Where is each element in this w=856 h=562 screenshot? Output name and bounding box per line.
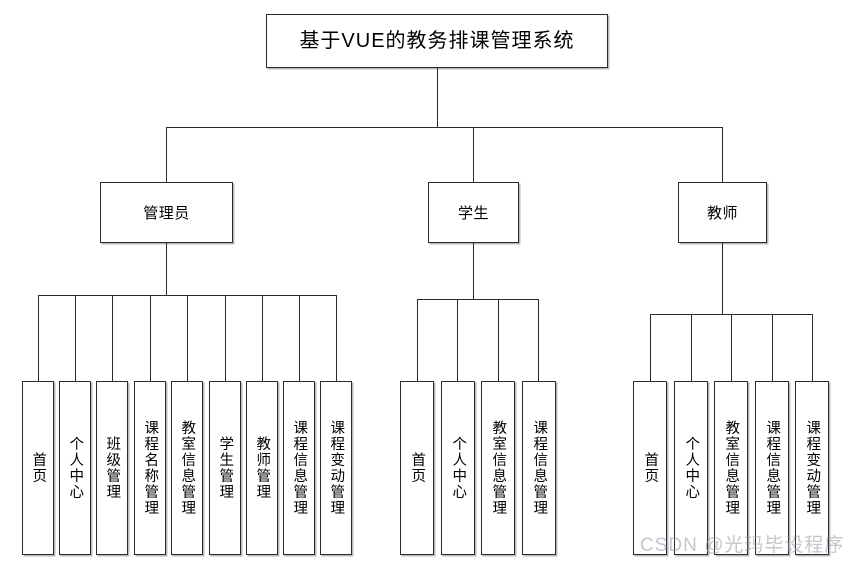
connector-student-drop-4 [538, 299, 539, 381]
leaf-node-student-3-label: 教室信息管理 [490, 420, 507, 516]
root-node-label: 基于VUE的教务排课管理系统 [299, 30, 575, 52]
leaf-node-admin-9-label: 课程变动管理 [328, 420, 345, 516]
connector-student-drop-1 [417, 299, 418, 381]
leaf-node-admin-6-label: 学生管理 [217, 436, 234, 500]
connector-student-stem [473, 243, 474, 299]
leaf-node-teacher-3-label: 教室信息管理 [723, 420, 740, 516]
root-node[interactable]: 基于VUE的教务排课管理系统 [266, 14, 608, 68]
connector-student-drop-2 [457, 299, 458, 381]
connector-drop-teacher [722, 127, 723, 182]
leaf-node-admin-4-label: 课程名称管理 [142, 420, 159, 516]
connector-admin-drop-4 [150, 295, 151, 381]
connector-admin-drop-3 [112, 295, 113, 381]
leaf-node-admin-4[interactable]: 课程名称管理 [134, 381, 166, 555]
connector-teacher-drop-5 [812, 314, 813, 381]
leaf-node-admin-7-label: 教师管理 [254, 436, 271, 500]
leaf-node-admin-5-label: 教室信息管理 [179, 420, 196, 516]
leaf-node-teacher-4-label: 课程信息管理 [764, 420, 781, 516]
leaf-node-admin-7[interactable]: 教师管理 [246, 381, 278, 555]
connector-teacher-drop-3 [731, 314, 732, 381]
leaf-node-student-1-label: 首页 [409, 452, 426, 484]
role-node-admin-label: 管理员 [143, 205, 190, 222]
role-node-teacher-label: 教师 [706, 205, 738, 222]
role-node-student[interactable]: 学生 [428, 182, 519, 243]
leaf-node-teacher-1[interactable]: 首页 [633, 381, 667, 555]
leaf-node-admin-3[interactable]: 班级管理 [96, 381, 128, 555]
leaf-node-teacher-3[interactable]: 教室信息管理 [714, 381, 748, 555]
connector-admin-drop-6 [225, 295, 226, 381]
connector-drop-student [473, 127, 474, 182]
connector-student-bus [417, 299, 539, 300]
leaf-node-admin-6[interactable]: 学生管理 [209, 381, 241, 555]
leaf-node-admin-8-label: 课程信息管理 [291, 420, 308, 516]
connector-teacher-drop-1 [650, 314, 651, 381]
leaf-node-student-2-label: 个人中心 [450, 436, 467, 500]
leaf-node-admin-1-label: 首页 [30, 452, 47, 484]
connector-admin-drop-1 [38, 295, 39, 381]
connector-student-drop-3 [498, 299, 499, 381]
leaf-node-teacher-5[interactable]: 课程变动管理 [795, 381, 829, 555]
leaf-node-admin-1[interactable]: 首页 [22, 381, 54, 555]
leaf-node-admin-5[interactable]: 教室信息管理 [171, 381, 203, 555]
leaf-node-student-4-label: 课程信息管理 [531, 420, 548, 516]
role-node-teacher[interactable]: 教师 [678, 182, 767, 243]
leaf-node-admin-9[interactable]: 课程变动管理 [320, 381, 352, 555]
connector-admin-drop-9 [336, 295, 337, 381]
connector-admin-drop-8 [299, 295, 300, 381]
connector-admin-drop-2 [75, 295, 76, 381]
connector-admin-stem [166, 243, 167, 295]
leaf-node-teacher-1-label: 首页 [642, 452, 659, 484]
leaf-node-teacher-4[interactable]: 课程信息管理 [755, 381, 789, 555]
leaf-node-student-2[interactable]: 个人中心 [441, 381, 475, 555]
connector-admin-drop-7 [262, 295, 263, 381]
connector-drop-admin [166, 127, 167, 182]
role-node-admin[interactable]: 管理员 [100, 182, 233, 243]
leaf-node-admin-2-label: 个人中心 [67, 436, 84, 500]
connector-teacher-drop-4 [772, 314, 773, 381]
leaf-node-student-3[interactable]: 教室信息管理 [481, 381, 515, 555]
connector-teacher-stem [722, 243, 723, 314]
leaf-node-student-4[interactable]: 课程信息管理 [522, 381, 556, 555]
connector-teacher-drop-2 [691, 314, 692, 381]
leaf-node-admin-3-label: 班级管理 [104, 436, 121, 500]
leaf-node-teacher-2[interactable]: 个人中心 [674, 381, 708, 555]
leaf-node-student-1[interactable]: 首页 [400, 381, 434, 555]
leaf-node-admin-8[interactable]: 课程信息管理 [283, 381, 315, 555]
leaf-node-teacher-2-label: 个人中心 [683, 436, 700, 500]
leaf-node-admin-2[interactable]: 个人中心 [59, 381, 91, 555]
connector-admin-drop-5 [187, 295, 188, 381]
connector-level2-bus [166, 127, 723, 128]
connector-root-stem [437, 68, 438, 127]
leaf-node-teacher-5-label: 课程变动管理 [804, 420, 821, 516]
role-node-student-label: 学生 [457, 205, 489, 222]
